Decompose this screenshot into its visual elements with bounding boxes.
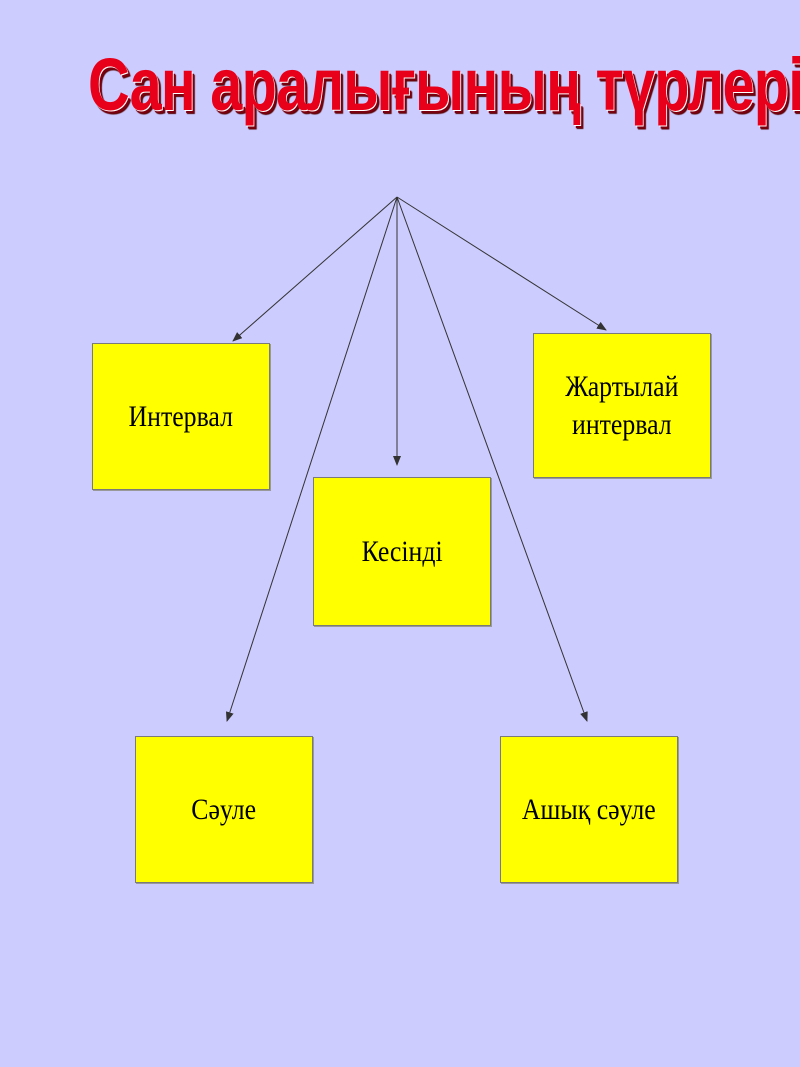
interval-box: Интервал [92,343,270,490]
open-ray-box: Ашық сәуле [500,736,678,883]
ray-box: Сәуле [135,736,313,883]
arrow-to-half-interval [396,196,607,331]
half-interval-box: Жартылай интервал [533,333,711,478]
diagram-title: Сан аралығының түрлері [88,43,800,126]
segment-box: Кесінді [313,477,491,626]
segment-label: Кесінді [361,534,443,568]
open-ray-label: Ашық сәуле [522,792,656,826]
half-interval-label: Жартылай интервал [565,368,678,443]
arrow-to-interval [232,196,398,342]
interval-label: Интервал [128,399,234,433]
half-interval-line2: интервал [572,407,672,441]
arrow-to-open-ray [396,196,588,722]
half-interval-line1: Жартылай [565,370,679,403]
ray-label: Сәуле [191,792,257,826]
arrow-to-ray [225,196,398,722]
